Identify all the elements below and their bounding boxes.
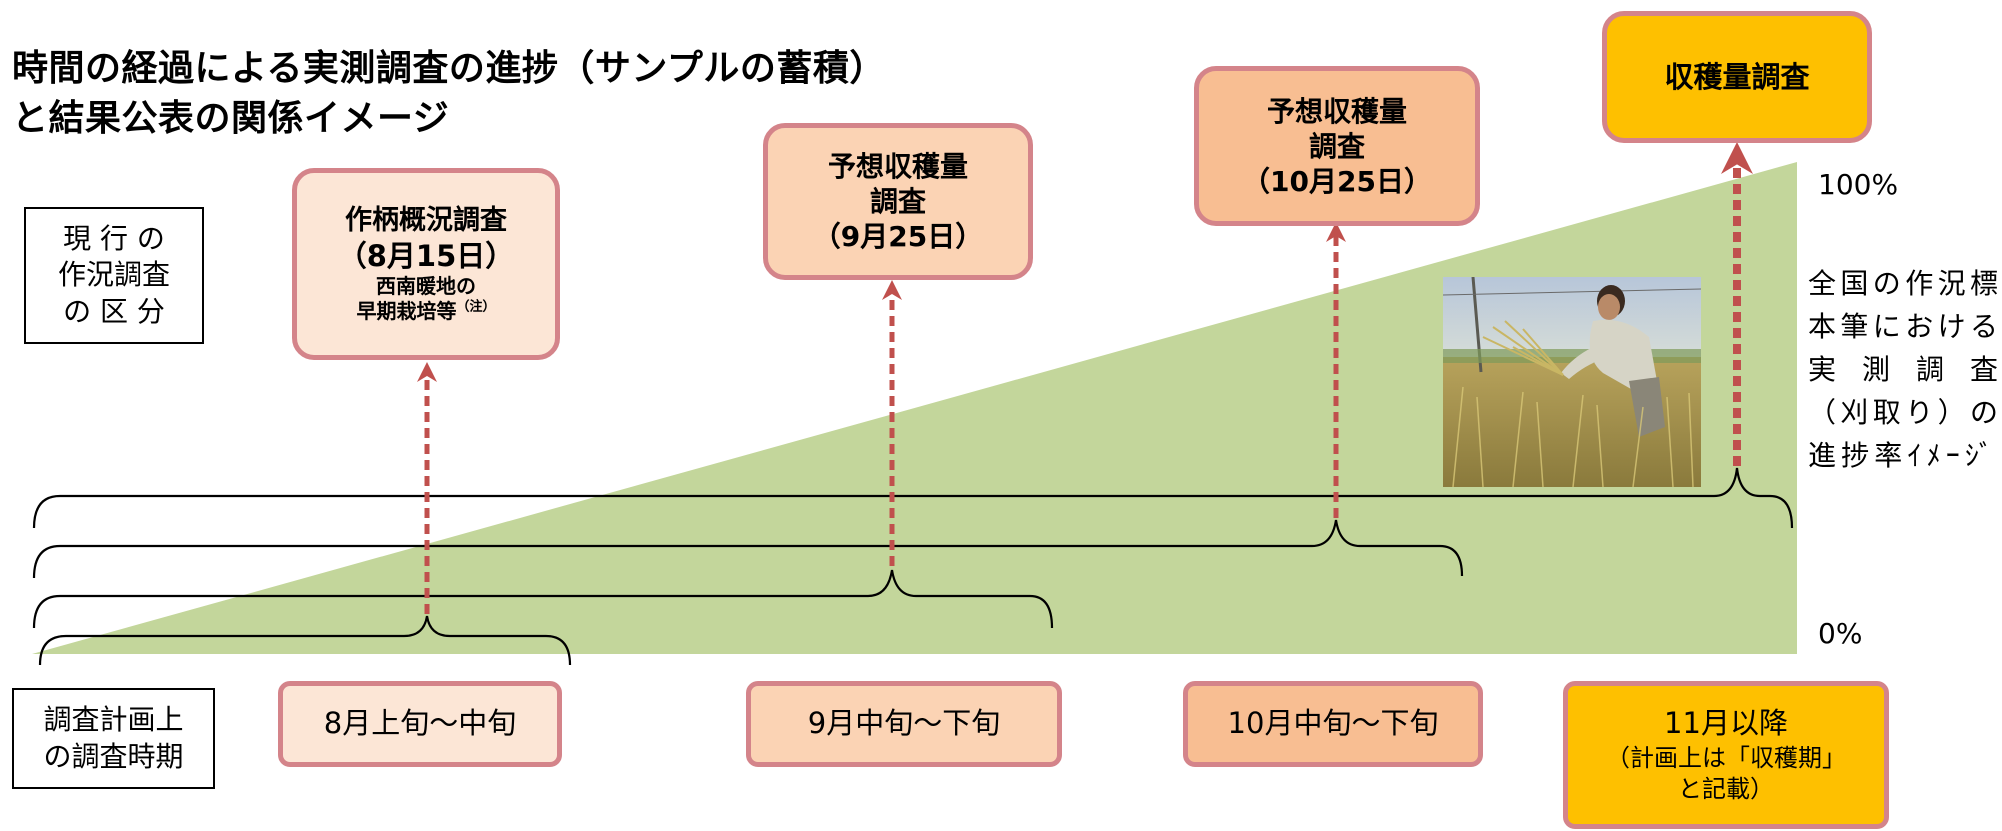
side-note-line-2: 本筆における — [1808, 310, 1998, 343]
brace-4 — [32, 467, 1794, 529]
survey-2-name-2: 調査 — [869, 185, 926, 218]
period-4-line-3: と記載） — [1678, 774, 1774, 803]
title-line-2: と結果公表の関係イメージ — [12, 98, 450, 139]
brace-2 — [32, 569, 1054, 629]
survey-2-name-1: 予想収穫量 — [827, 150, 968, 183]
survey-2-date: （9月25日） — [812, 220, 984, 253]
side-note: 全国の作況標 本筆における 実 測 調 査 （刈取り）の 進捗率ｲﾒｰｼﾞ — [1808, 262, 1998, 477]
period-3-label: 10月中旬～下旬 — [1227, 706, 1439, 741]
period-braces — [32, 467, 1794, 666]
period-1-label: 8月上旬～中旬 — [323, 706, 517, 741]
side-note-line-3: 実 測 調 査 — [1808, 353, 1998, 386]
period-4-line-2: （計画上は「収穫期」 — [1606, 743, 1846, 772]
period-2-label: 9月中旬～下旬 — [807, 706, 1001, 741]
current-survey-line-2: 作況調査 — [57, 258, 170, 292]
planned-period-line-1: 調査計画上 — [43, 703, 184, 737]
period-box-sep: 9月中旬～下旬 — [746, 681, 1062, 767]
period-box-oct: 10月中旬～下旬 — [1183, 681, 1483, 767]
current-survey-line-1: 現 行 の — [63, 221, 165, 255]
current-survey-label: 現 行 の 作況調査 の 区 分 — [24, 207, 204, 344]
progress-triangle — [32, 162, 1797, 654]
survey-1-note: （注） — [456, 299, 496, 315]
side-note-line-5: 進捗率ｲﾒｰｼﾞ — [1808, 439, 1998, 472]
period-box-aug: 8月上旬～中旬 — [278, 681, 562, 767]
planned-period-label: 調査計画上 の調査時期 — [12, 688, 215, 789]
rice-harvest-photo — [1443, 277, 1701, 487]
axis-label-0: 0% — [1818, 617, 1863, 650]
current-survey-line-3: の 区 分 — [63, 294, 165, 328]
title-line-1: 時間の経過による実測調査の進捗（サンプルの蓄積） — [12, 48, 886, 89]
survey-1-sub1: 西南暖地の — [376, 274, 476, 298]
survey-box-expected-yield-sep: 予想収穫量 調査 （9月25日） — [763, 123, 1033, 280]
survey-3-date: （10月25日） — [1242, 164, 1432, 198]
side-note-line-4: （刈取り）の — [1808, 396, 1998, 429]
axis-label-100: 100% — [1818, 168, 1899, 201]
side-note-line-1: 全国の作況標 — [1808, 267, 1998, 300]
brace-1 — [38, 615, 572, 666]
brace-3 — [32, 519, 1464, 579]
planned-period-line-2: の調査時期 — [43, 739, 184, 773]
page-title: 時間の経過による実測調査の進捗（サンプルの蓄積） と結果公表の関係イメージ — [12, 44, 886, 144]
survey-1-date: （8月15日） — [337, 238, 515, 273]
survey-4-name: 収穫量調査 — [1664, 59, 1810, 94]
survey-box-crop-condition: 作柄概況調査 （8月15日） 西南暖地の 早期栽培等（注） — [292, 168, 560, 360]
survey-3-name-2: 調査 — [1308, 129, 1365, 163]
survey-1-sub2-row: 早期栽培等（注） — [356, 299, 495, 324]
survey-1-sub2: 早期栽培等 — [356, 299, 457, 323]
survey-3-name-1: 予想収穫量 — [1266, 94, 1407, 128]
survey-box-expected-yield-oct: 予想収穫量 調査 （10月25日） — [1194, 66, 1480, 226]
period-box-nov: 11月以降 （計画上は「収穫期」 と記載） — [1563, 681, 1889, 829]
survey-box-harvest: 収穫量調査 — [1602, 11, 1872, 143]
survey-1-name: 作柄概況調査 — [345, 205, 507, 236]
period-4-line-1: 11月以降 — [1664, 705, 1788, 740]
